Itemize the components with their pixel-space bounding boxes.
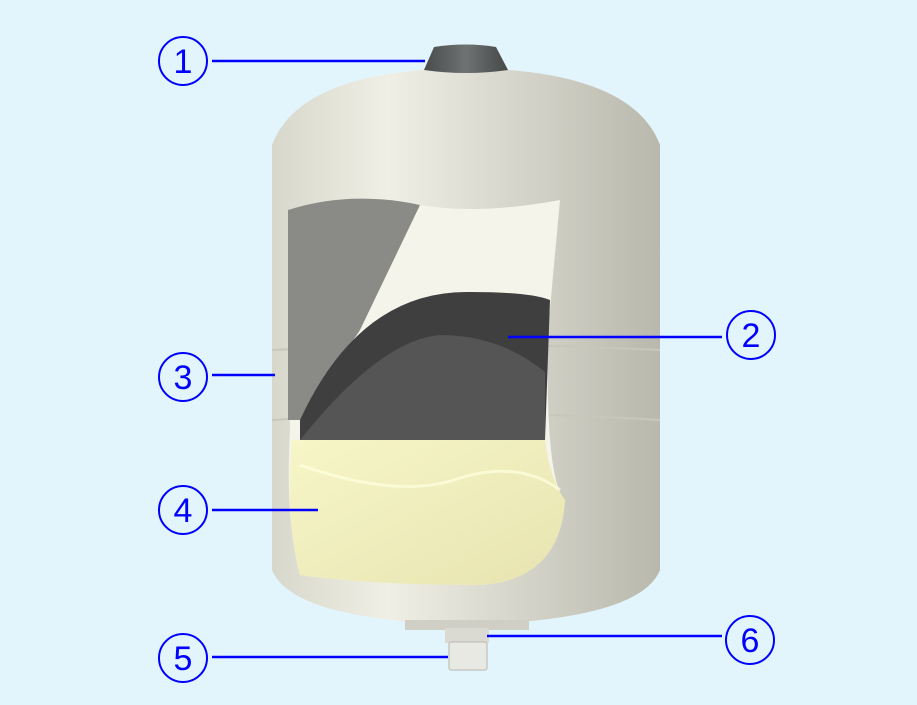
callout-3-label: 3 bbox=[174, 359, 193, 397]
callout-3-circle bbox=[158, 352, 208, 402]
callout-1-circle bbox=[158, 36, 208, 86]
callout-4-circle bbox=[158, 485, 208, 535]
callout-5-circle bbox=[158, 633, 208, 683]
callout-2-circle bbox=[726, 310, 776, 360]
callout-5-label: 5 bbox=[174, 640, 193, 678]
callout-1-label: 1 bbox=[174, 43, 193, 81]
air-valve-cap bbox=[424, 44, 508, 73]
callout-6-label: 6 bbox=[741, 622, 760, 660]
cutaway-interior bbox=[288, 198, 565, 586]
callout-4-label: 4 bbox=[174, 492, 193, 530]
water-chamber bbox=[289, 440, 565, 585]
callout-6-circle bbox=[725, 615, 775, 665]
water-connector bbox=[405, 620, 529, 671]
callout-2-label: 2 bbox=[742, 317, 761, 355]
